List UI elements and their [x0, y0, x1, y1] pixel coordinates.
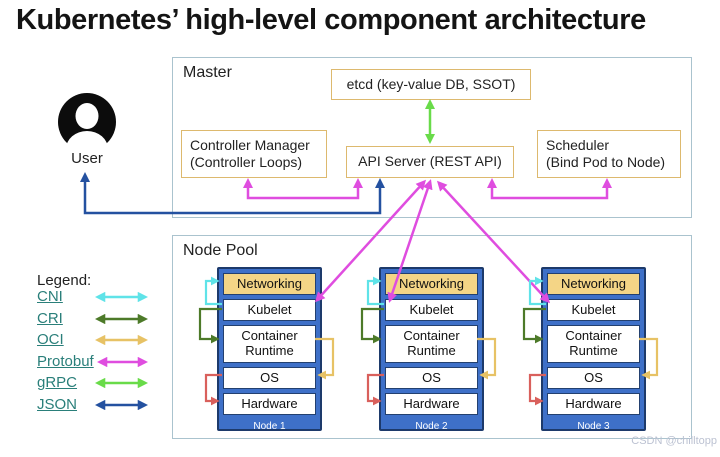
api-server-label: API Server (REST API) — [358, 153, 502, 170]
controller-manager-line2: (Controller Loops) — [190, 154, 303, 170]
legend-link-protobuf[interactable]: Protobuf — [37, 353, 94, 370]
node1-row-networking: Networking — [223, 273, 316, 295]
node-3: Networking Kubelet Container Runtime OS … — [541, 267, 646, 432]
node1-name: Node 1 — [253, 420, 286, 432]
scheduler-line2: (Bind Pod to Node) — [546, 154, 666, 170]
etcd-box: etcd (key-value DB, SSOT) — [331, 69, 531, 100]
node3-row-kubelet: Kubelet — [547, 299, 640, 321]
controller-manager-box: Controller Manager (Controller Loops) — [181, 130, 327, 178]
legend-link-cni[interactable]: CNI — [37, 288, 63, 305]
user-icon — [58, 93, 116, 152]
controller-manager-line1: Controller Manager — [190, 136, 310, 153]
node2-row-container-runtime: Container Runtime — [385, 325, 478, 363]
legend-link-oci[interactable]: OCI — [37, 331, 64, 348]
legend-link-cri[interactable]: CRI — [37, 310, 63, 327]
node2-row-kubelet: Kubelet — [385, 299, 478, 321]
legend-title: Legend: — [37, 272, 92, 289]
watermark: CSDN @chilltopp — [631, 435, 717, 447]
node-2: Networking Kubelet Container Runtime OS … — [379, 267, 484, 432]
master-container: Master etcd (key-value DB, SSOT) Control… — [172, 57, 692, 218]
node2-row-hardware: Hardware — [385, 393, 478, 415]
legend-link-json[interactable]: JSON — [37, 396, 78, 413]
user-label: User — [71, 150, 103, 167]
legend-link-grpc[interactable]: gRPC — [37, 374, 78, 391]
node3-row-hardware: Hardware — [547, 393, 640, 415]
node1-row-os: OS — [223, 367, 316, 389]
node2-row-os: OS — [385, 367, 478, 389]
node3-row-networking: Networking — [547, 273, 640, 295]
node1-row-kubelet: Kubelet — [223, 299, 316, 321]
node2-row-networking: Networking — [385, 273, 478, 295]
node1-row-hardware: Hardware — [223, 393, 316, 415]
node3-name: Node 3 — [577, 420, 610, 432]
node-pool-container: Node Pool Networking Kubelet Container R… — [172, 235, 692, 439]
node1-row-container-runtime: Container Runtime — [223, 325, 316, 363]
node3-row-os: OS — [547, 367, 640, 389]
page-title: Kubernetes’ high-level component archite… — [16, 4, 646, 36]
scheduler-box: Scheduler (Bind Pod to Node) — [537, 130, 681, 178]
scheduler-line1: Scheduler — [546, 136, 610, 153]
node2-name: Node 2 — [415, 420, 448, 432]
node-1: Networking Kubelet Container Runtime OS … — [217, 267, 322, 432]
master-label: Master — [183, 64, 232, 81]
node3-row-container-runtime: Container Runtime — [547, 325, 640, 363]
etcd-label: etcd (key-value DB, SSOT) — [346, 75, 516, 92]
node-pool-label: Node Pool — [183, 242, 258, 259]
api-server-box: API Server (REST API) — [346, 146, 514, 178]
